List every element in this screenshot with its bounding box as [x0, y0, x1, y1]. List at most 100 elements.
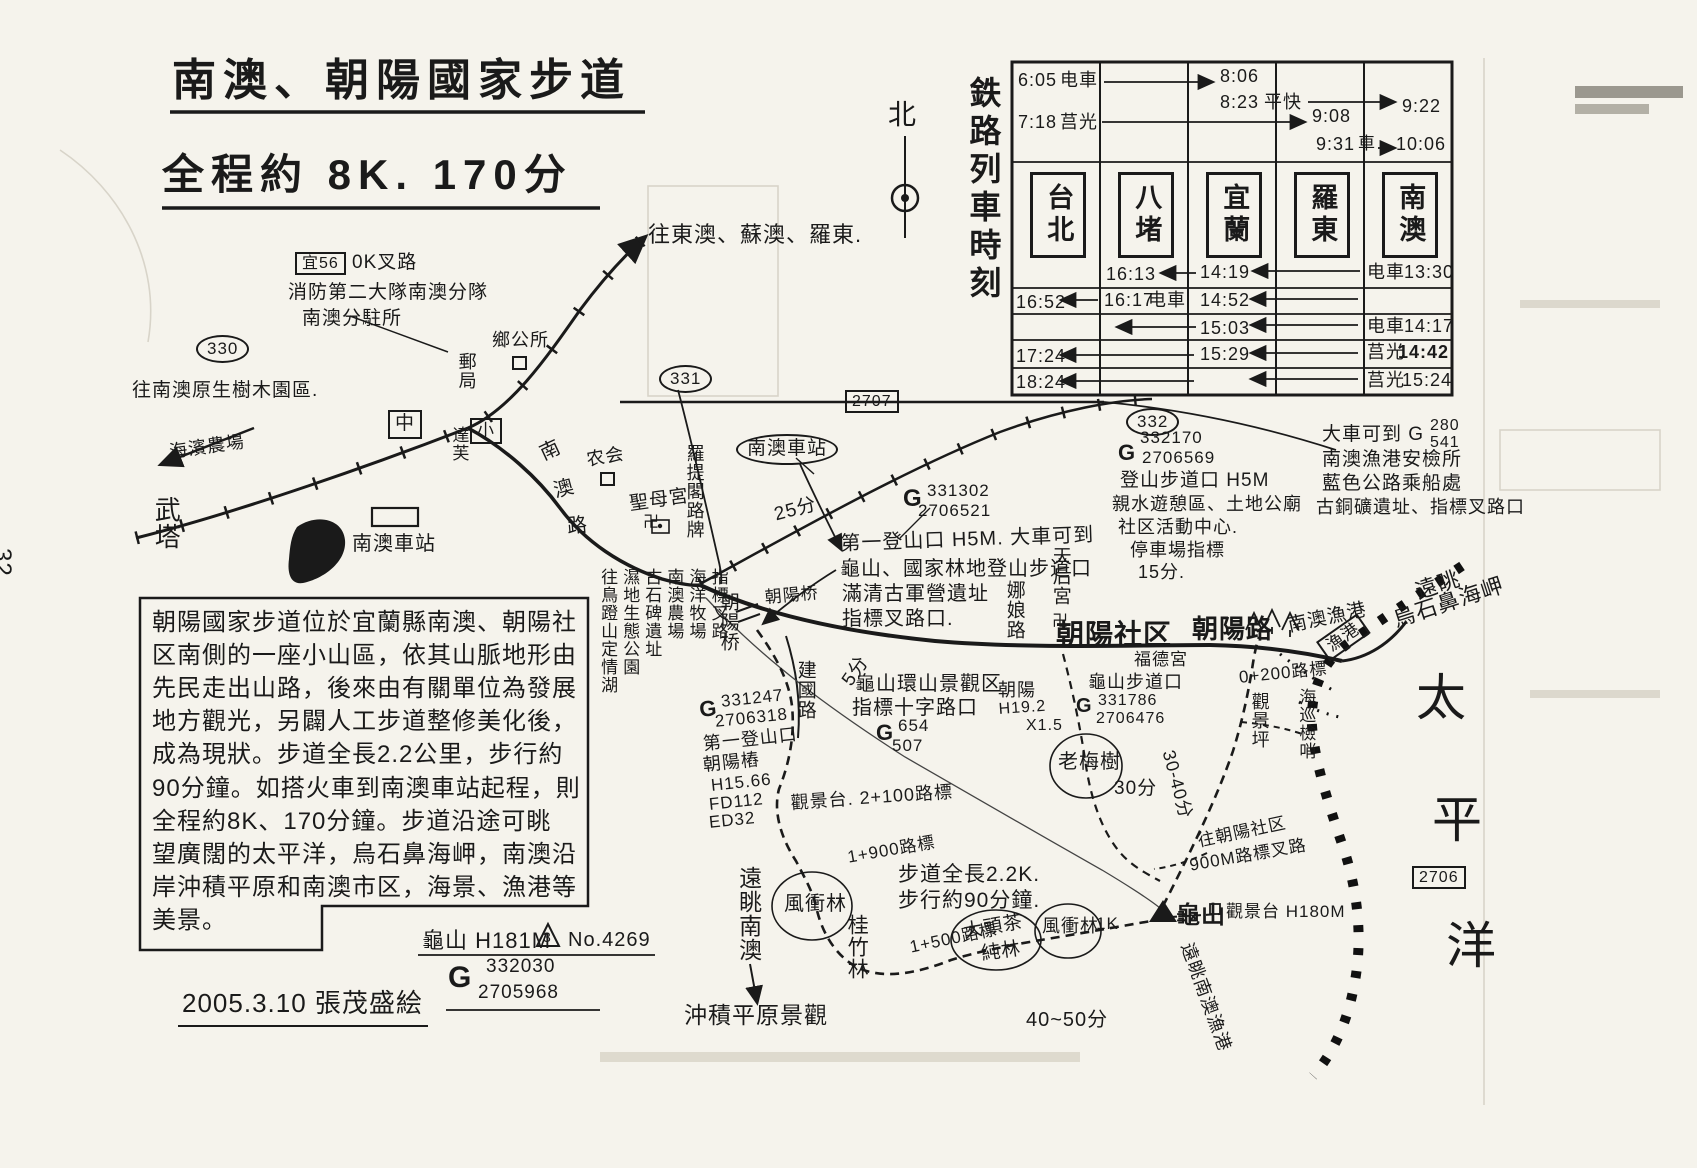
label-fude-temple: 福德宮 — [1134, 650, 1188, 669]
road-marker-yi56: 宜56 — [295, 252, 346, 276]
windbreak-forest-circle-2 — [1034, 903, 1102, 959]
timetable-station-宜蘭: 宜蘭 — [1206, 172, 1262, 258]
label-guishan-peak: 龜山 — [1176, 902, 1226, 929]
label-community-center: 社区活動中心. — [1118, 517, 1239, 537]
timetable-time: 9:22 — [1402, 96, 1442, 116]
label-nanao-station-oval: 南澳車站 — [736, 434, 839, 465]
label-dafu: 達芙 — [449, 426, 469, 462]
page-subtitle: 全程約 8K. 170分 — [162, 151, 573, 198]
timetable-time: 电車 — [1060, 70, 1098, 90]
timetable-time: 15:29 — [1200, 344, 1251, 364]
timetable-time: 8:23 — [1220, 92, 1260, 112]
timetable-time: 14:19 — [1200, 262, 1251, 282]
station-rect-symbol — [370, 506, 420, 528]
timetable-arrows — [1058, 73, 1398, 390]
label-chaoyang-bridge-v: 朝陽桥 — [717, 592, 739, 652]
timetable-station-八堵: 八堵 — [1118, 172, 1174, 258]
label-wuta: 武塔 — [151, 496, 182, 550]
timetable-time: 莒光 — [1060, 112, 1098, 132]
timetable-time: 16:52 — [1016, 292, 1067, 312]
label-road-lu: 路 — [566, 514, 589, 538]
label-30-40min: 30-40分 — [1158, 748, 1197, 821]
gps-coord: 332030 — [486, 956, 556, 977]
label-road-ao: 澳 — [551, 475, 578, 503]
label-to-dongao: 往東澳、蘇澳、羅東. — [648, 222, 863, 247]
gps-coord: 2706476 — [1096, 710, 1166, 727]
timetable-grid — [1010, 60, 1454, 397]
trail-description: 朝陽國家步道位於宜蘭縣南澳、朝陽社 区南側的一座小山區，依其山脈地形由 先民走出… — [152, 609, 581, 934]
triangulation-point-icon — [535, 921, 561, 947]
gps-coord: 507 — [892, 736, 924, 755]
landmark-icons — [288, 506, 1299, 971]
timetable-time: 莒光 — [1367, 370, 1405, 390]
icon-middle-school: 中 — [388, 410, 423, 439]
timetable-time: 电車 — [1367, 316, 1405, 336]
label-trailhead1-4: 指標叉路口. — [842, 608, 954, 630]
label-water-park: 親水遊憩區、土地公廟 — [1112, 494, 1302, 514]
label-windbreak-forest-1: 風衝林 — [784, 893, 847, 915]
gps-coord: 2705968 — [478, 982, 559, 1003]
timetable-time: 9:31 — [1316, 134, 1356, 154]
gps-coord: 280 — [1430, 417, 1460, 434]
road-marker-330: 330 — [196, 335, 250, 364]
gps-coord: 331786 — [1098, 692, 1158, 709]
leader-arrows — [157, 315, 931, 1006]
label-bamboo-forest: 桂竹林 — [845, 914, 869, 980]
viewpoint-square-icon — [1209, 903, 1221, 915]
gps-g-symbol: G — [876, 720, 895, 745]
label-harbor-checkpoint: 南澳漁港安檢所 — [1322, 449, 1463, 470]
gps-coord: 2706521 — [918, 501, 992, 520]
timetable-time: 8:06 — [1220, 66, 1260, 86]
timetable-station-羅東: 羅東 — [1294, 172, 1350, 258]
swastika-temple-icon: 卍 — [643, 514, 661, 531]
roads — [467, 389, 1408, 739]
label-trailhead1-2: 龜山、國家林地登山步道口 — [840, 558, 1092, 580]
tree-icon — [1263, 607, 1281, 634]
label-pacific-yang: 洋 — [1446, 918, 1497, 974]
page-title: 南澳、朝陽國家步道 — [172, 56, 631, 105]
label-arboretum: 往南澳原生樹木園區. — [132, 380, 319, 401]
underlines — [162, 110, 655, 1027]
timetable-time: 14:42 — [1398, 342, 1450, 362]
icon-elementary-school: 小 — [470, 418, 502, 445]
label-guishan-scenic-2: 指標十字路口 — [852, 697, 978, 719]
label-guishan-trailhead: 龜山步道口 — [1088, 672, 1183, 692]
railway-line — [134, 233, 1153, 590]
label-25min: 25分 — [772, 493, 820, 526]
guishan-peak-icon — [1149, 900, 1177, 922]
label-chaoyang-point: 朝陽 — [998, 680, 1036, 700]
label-pacific-tai: 太 — [1416, 670, 1467, 726]
coastline — [1279, 561, 1465, 1080]
label-seaside-farm: 海濱農場 — [168, 431, 247, 462]
label-windbreak-forest-2: 風衝林 — [1042, 916, 1099, 936]
road-marker-2707: 2707 — [845, 390, 899, 414]
timetable-time: 16:17 — [1104, 290, 1155, 310]
label-jianguo-road: 建國路 — [794, 660, 816, 720]
label-coastguard-post: 海巡檢哨 — [1296, 688, 1316, 760]
gps-g-symbol: G — [448, 961, 473, 994]
label-view-nanao: 遠眺南澳 — [735, 866, 762, 962]
old-plum-tree-circle — [1049, 733, 1123, 799]
credit-signature: 2005.3.10 張茂盛絵 — [182, 988, 423, 1018]
timetable-station-南澳: 南澳 — [1382, 172, 1438, 258]
label-tianhou-temple: 天后宮 — [1049, 546, 1071, 606]
gps-coord: 654 — [898, 716, 930, 735]
label-parking-sign: 停車場指標 — [1130, 540, 1225, 560]
label-police-post: 南澳分駐所 — [302, 308, 403, 329]
label-copper-mine: 古銅礦遺址、指標叉路口 — [1316, 497, 1525, 517]
label-chaoyang-bridge-h: 朝陽桥 — [764, 583, 820, 607]
timetable-time: 平快 — [1264, 92, 1302, 112]
label-guishan-scenic-1: 龜山環山景觀区 — [855, 673, 1002, 695]
label-blue-highway: 藍色公路乘船處 — [1322, 473, 1463, 494]
page-number: 32 — [0, 548, 16, 577]
timetable-time: 10:06 — [1396, 134, 1447, 154]
label-chaoyang-community: 朝陽社区 — [1056, 619, 1173, 650]
label-survey-number: No.4269 — [568, 929, 651, 951]
road-marker-2706: 2706 — [1412, 866, 1466, 890]
label-viewpoint-h180: 觀景台 H180M — [1226, 902, 1346, 921]
label-nanao-station-west: 南澳車站 — [352, 533, 436, 555]
timetable-time: 15:03 — [1200, 318, 1251, 338]
gps-g-symbol: G — [1076, 695, 1093, 717]
